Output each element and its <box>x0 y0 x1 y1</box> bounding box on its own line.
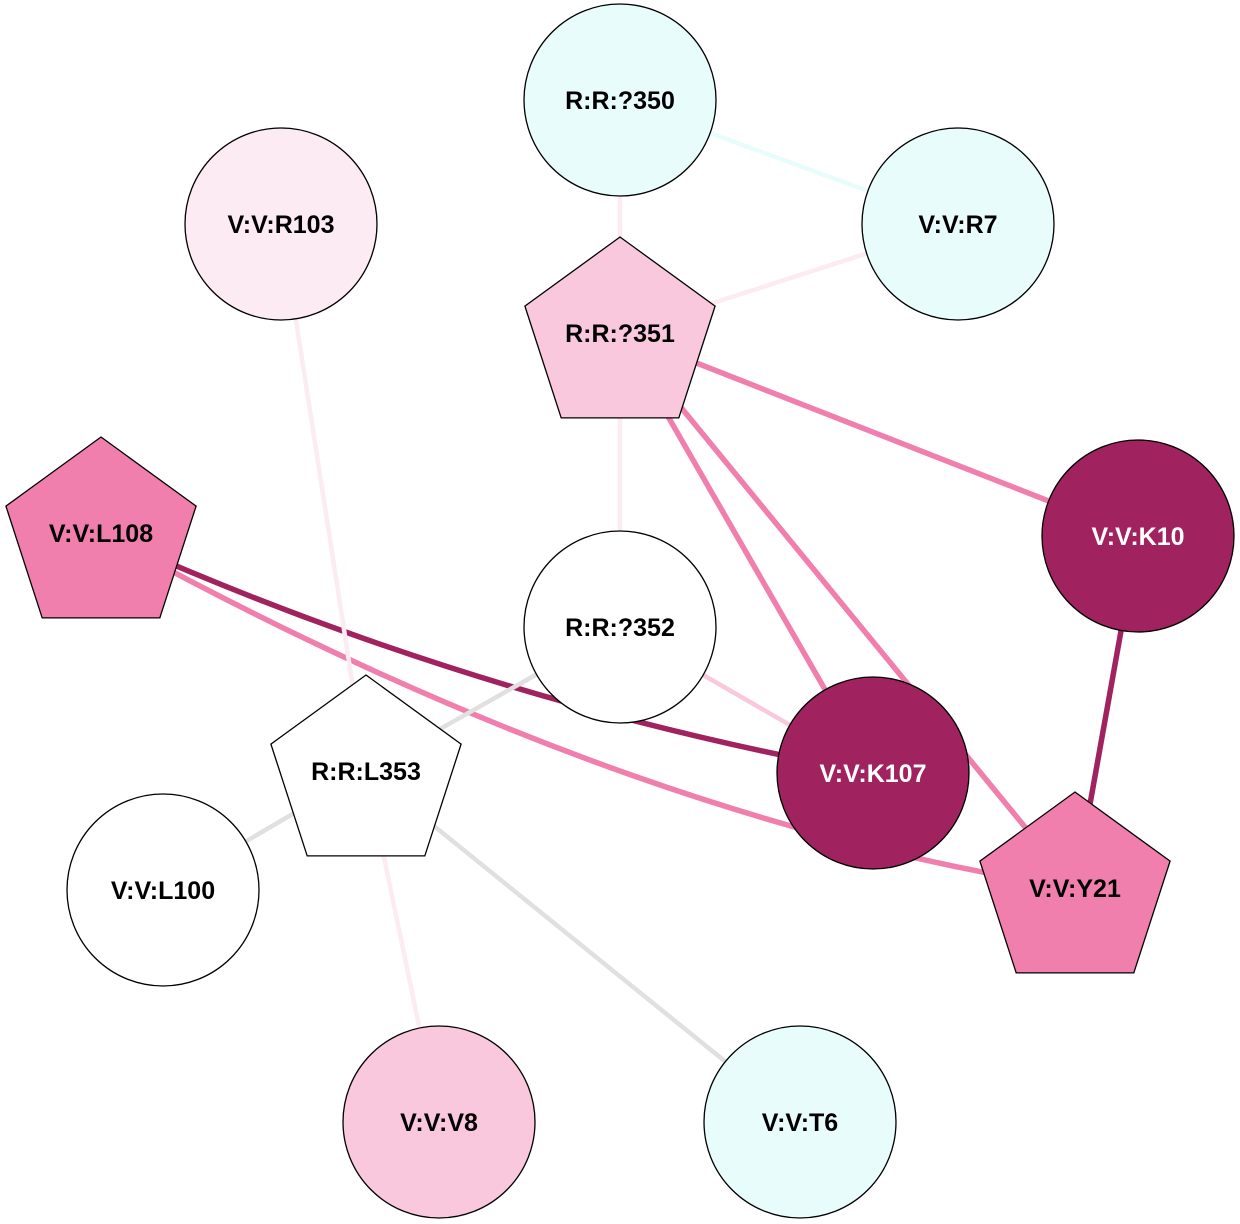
node-label: R:R:?352 <box>565 614 675 642</box>
circle-shape <box>1041 439 1235 633</box>
circle-shape <box>861 127 1055 321</box>
node-v-v-l108[interactable]: V:V:L108 <box>5 436 197 619</box>
node-label: V:V:L100 <box>111 877 215 905</box>
node-label: V:V:R7 <box>918 211 997 239</box>
node-label: V:V:Y21 <box>1029 875 1121 903</box>
node-v-v-r7[interactable]: V:V:R7 <box>861 127 1055 321</box>
circle-shape <box>703 1025 897 1219</box>
node-r-r-351[interactable]: R:R:?351 <box>524 236 716 419</box>
node-label: R:R:L353 <box>311 758 421 786</box>
node-label: V:V:T6 <box>762 1109 838 1137</box>
node-label: V:V:V8 <box>400 1109 478 1137</box>
node-v-v-k107[interactable]: V:V:K107 <box>776 676 970 870</box>
edge-v-v-l108-v-v-k107 <box>99 530 874 776</box>
node-v-v-t6[interactable]: V:V:T6 <box>703 1025 897 1219</box>
node-label: V:V:L108 <box>49 520 153 548</box>
node-label: R:R:?351 <box>565 320 675 348</box>
node-v-v-y21[interactable]: V:V:Y21 <box>979 791 1171 974</box>
node-r-r-350[interactable]: R:R:?350 <box>523 3 717 197</box>
circle-shape <box>776 676 970 870</box>
circle-shape <box>523 530 717 724</box>
circle-shape <box>523 3 717 197</box>
node-v-v-v8[interactable]: V:V:V8 <box>342 1025 536 1219</box>
circle-shape <box>184 127 378 321</box>
pentagon-shape <box>5 436 197 619</box>
node-r-r-352[interactable]: R:R:?352 <box>523 530 717 724</box>
node-label: V:V:K10 <box>1091 523 1184 551</box>
node-label: V:V:K107 <box>819 760 926 788</box>
pentagon-shape <box>270 674 462 857</box>
circle-shape <box>66 793 260 987</box>
node-r-r-l353[interactable]: R:R:L353 <box>270 674 462 857</box>
pentagon-shape <box>979 791 1171 974</box>
node-label: R:R:?350 <box>565 87 675 115</box>
node-v-v-r103[interactable]: V:V:R103 <box>184 127 378 321</box>
node-v-v-l100[interactable]: V:V:L100 <box>66 793 260 987</box>
edge-v-v-l108-v-v-y21 <box>99 530 1076 891</box>
circle-shape <box>342 1025 536 1219</box>
node-label: V:V:R103 <box>227 211 334 239</box>
edge-r-r-351-v-v-y21 <box>617 331 1078 890</box>
pentagon-shape <box>524 236 716 419</box>
node-v-v-k10[interactable]: V:V:K10 <box>1041 439 1235 633</box>
